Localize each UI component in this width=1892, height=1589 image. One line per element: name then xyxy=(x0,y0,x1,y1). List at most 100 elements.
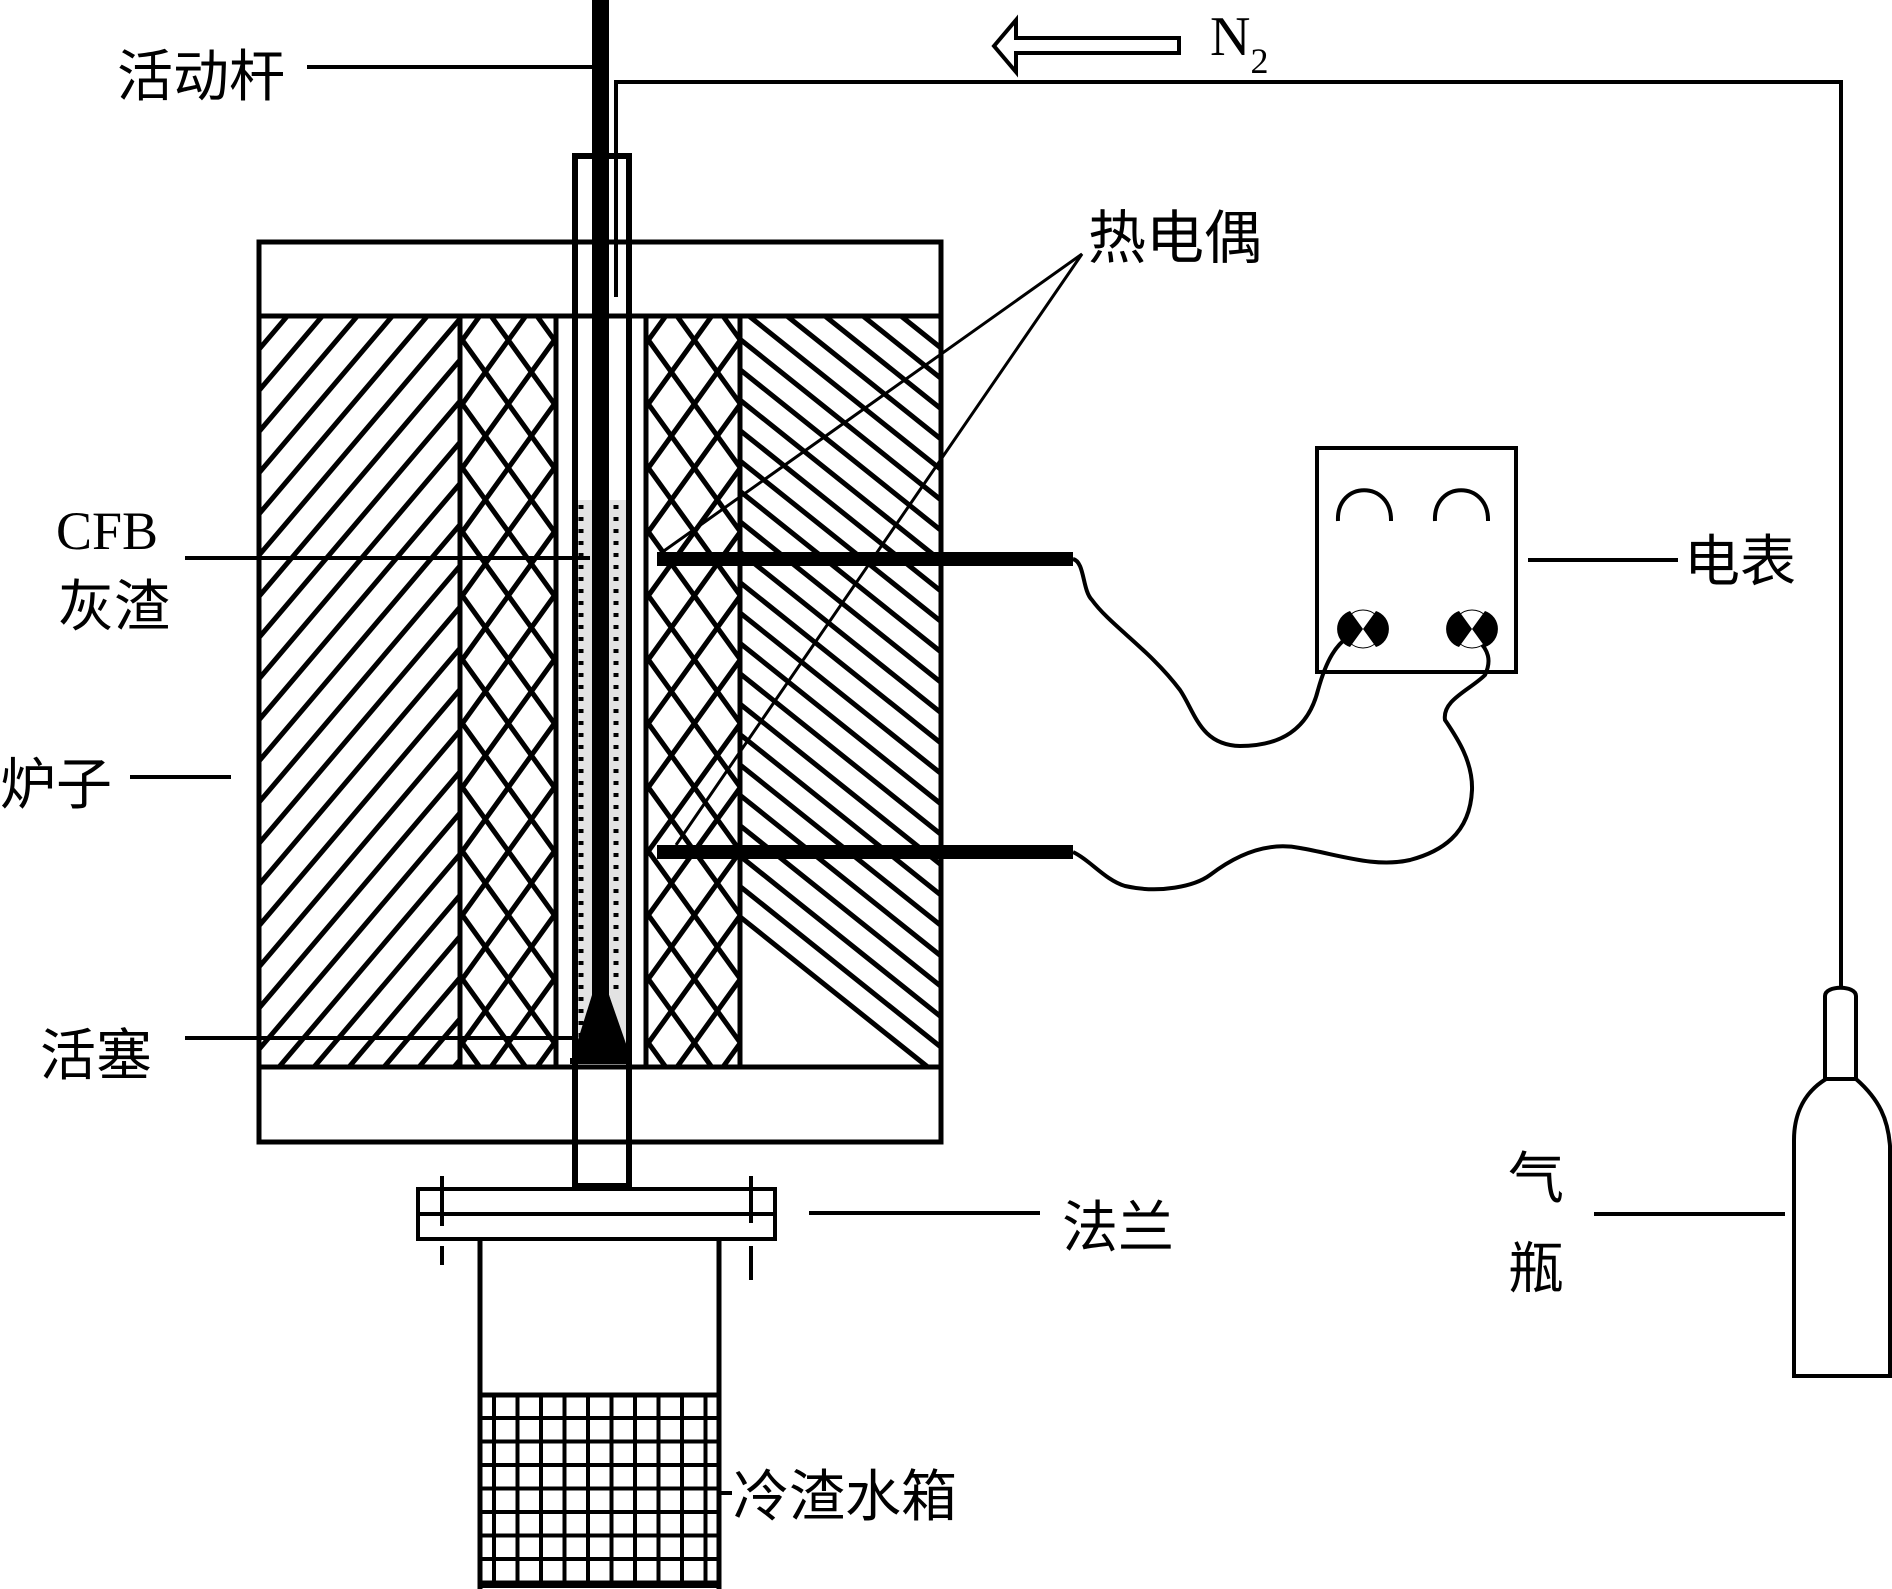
crosshatch-line xyxy=(1321,316,1862,1067)
crosshatch-line xyxy=(1137,316,1678,1067)
crosshatch-line xyxy=(1183,316,1724,1067)
hatch-line xyxy=(347,932,460,1067)
crosshatch-line xyxy=(1043,316,1584,1067)
crosshatch-line xyxy=(999,316,1540,1067)
crosshatch-line xyxy=(1135,316,1676,1067)
label-n2-subscript: 2 xyxy=(1250,41,1268,81)
hatch-line xyxy=(1243,316,1892,1067)
crosshatch-line xyxy=(1135,316,1676,1067)
crosshatch-line xyxy=(0,316,342,1067)
water-grid xyxy=(482,1395,718,1587)
crosshatch-line xyxy=(1321,316,1862,1067)
hatch-line xyxy=(979,316,1617,1067)
hatch-line xyxy=(785,316,941,443)
crosshatch-line xyxy=(1413,316,1892,1067)
hatch-line xyxy=(1015,316,1892,1067)
crosshatch-line xyxy=(1367,316,1892,1067)
crosshatch-line xyxy=(675,316,1216,1067)
piston-head xyxy=(571,995,630,1062)
meter-dial-left-icon xyxy=(1335,488,1394,522)
hatch-line xyxy=(1585,316,1892,1067)
crosshatch-line xyxy=(905,316,1446,1067)
hatch-line xyxy=(260,603,460,847)
crosshatch-line xyxy=(460,397,556,540)
label-flange: 法兰 xyxy=(1062,1196,1174,1261)
crosshatch-line xyxy=(1137,316,1678,1067)
crosshatch-line xyxy=(0,316,250,1067)
crosshatch-line xyxy=(646,591,740,732)
crosshatch-line xyxy=(1091,316,1632,1067)
crosshatch-line xyxy=(460,908,556,1051)
hatch-line xyxy=(740,731,941,899)
crosshatch-line xyxy=(1413,316,1892,1067)
crosshatch-line xyxy=(460,844,556,987)
crosshatch-line xyxy=(997,316,1538,1067)
hatch-line xyxy=(977,316,1892,1067)
cylinder-neck xyxy=(1823,985,1858,1081)
hatch-line xyxy=(1129,316,1892,1067)
flow-arrow-icon xyxy=(991,14,1181,78)
crosshatch-line xyxy=(646,336,740,476)
crosshatch-line xyxy=(675,316,1216,1067)
hatch-line xyxy=(699,316,1337,1067)
hatch-line xyxy=(909,316,1547,1067)
hatch-line xyxy=(740,548,941,717)
hatch-line xyxy=(740,852,941,1021)
hatch-line xyxy=(1205,316,1892,1067)
hatch-line xyxy=(1395,316,1892,1067)
hatch-line xyxy=(740,366,941,534)
hatch-line xyxy=(260,809,460,1053)
crosshatch-line xyxy=(813,316,1354,1067)
n2-supply-line xyxy=(614,14,1843,988)
hatch-line xyxy=(260,316,395,476)
inner-insulation-right-crosshatch xyxy=(646,316,1892,1067)
crosshatch-line xyxy=(460,589,556,732)
hatch-line xyxy=(740,457,941,625)
reactor-tube xyxy=(570,0,632,1189)
label-piston: 活塞 xyxy=(40,1024,152,1089)
hatch-line xyxy=(740,670,941,838)
electric-meter xyxy=(1315,446,1518,674)
terminal-right-icon xyxy=(1446,609,1498,649)
crosshatch-line xyxy=(953,316,1494,1067)
hatch-line xyxy=(1319,316,1892,1067)
crosshatch-line xyxy=(1089,316,1630,1067)
crosshatch-line xyxy=(1183,316,1724,1067)
crosshatch-line xyxy=(815,316,1356,1067)
crosshatch-line xyxy=(646,396,740,536)
crosshatch-line xyxy=(646,655,740,795)
crosshatch-line xyxy=(1089,316,1630,1067)
hatch-line xyxy=(260,726,460,970)
label-thermocouple: 热电偶 xyxy=(1088,204,1262,272)
crosshatch-line xyxy=(1227,316,1768,1067)
hatch-line xyxy=(740,791,941,960)
crosshatch-line xyxy=(0,316,296,1067)
thermocouples xyxy=(657,552,1491,892)
hatch-line xyxy=(734,316,1372,1067)
hatch-line xyxy=(260,316,430,517)
cooling-water-tank xyxy=(477,1239,722,1589)
hatch-line xyxy=(740,913,930,1067)
hatch-line xyxy=(839,316,1477,1067)
hatch-line xyxy=(0,316,147,1067)
label-gas-cylinder-1: 气 xyxy=(1508,1147,1564,1212)
crosshatch-line xyxy=(1043,316,1584,1067)
thermocouple-lower xyxy=(657,845,1073,859)
hatch-line xyxy=(1433,316,1892,1067)
labels: 活动杆 N2 热电偶 CFB 灰渣 炉子 电表 活塞 法兰 气 瓶 冷渣水箱 xyxy=(0,6,1796,1530)
hatch-line xyxy=(260,644,460,888)
hatch-line xyxy=(260,316,290,353)
crosshatch-line xyxy=(646,907,740,1047)
label-movable-rod: 活动杆 xyxy=(117,45,285,110)
hatch-line xyxy=(1189,316,1827,1067)
crosshatch-line xyxy=(0,316,342,1067)
gas-cylinder xyxy=(1792,985,1892,1378)
hatch-line xyxy=(740,335,941,504)
crosshatch-line xyxy=(1091,316,1632,1067)
hatch-line xyxy=(861,316,941,382)
hatch-line xyxy=(1281,316,1892,1067)
outer-insulation-left-hatch xyxy=(0,316,1827,1067)
hatch-line xyxy=(937,316,941,321)
hatch-line xyxy=(260,316,325,394)
crosshatch-line xyxy=(1275,316,1816,1067)
